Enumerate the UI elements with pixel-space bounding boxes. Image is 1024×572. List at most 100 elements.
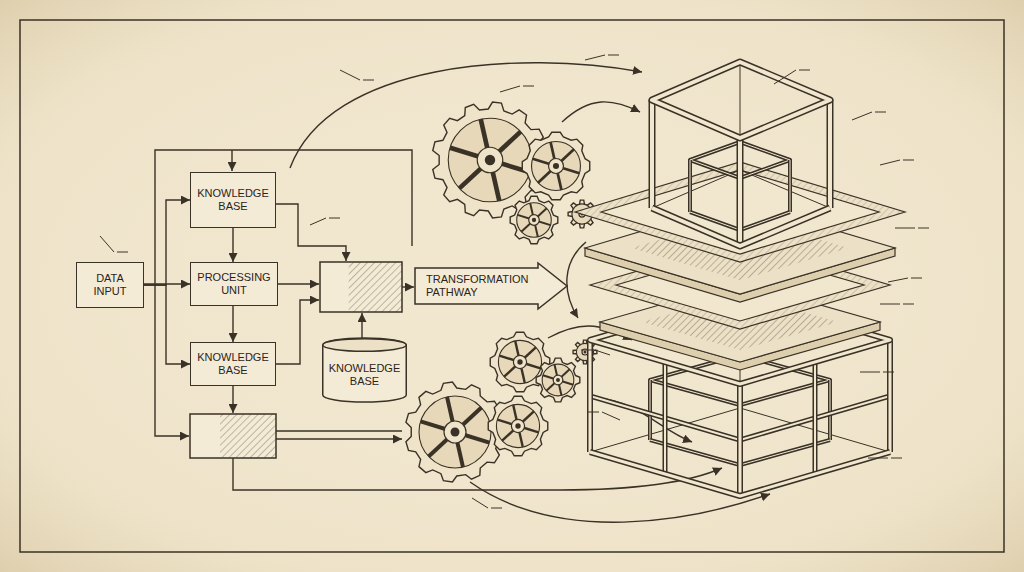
- gear-axle: [553, 163, 559, 169]
- pathway-arrow: TRANSFORMATION PATHWAY: [414, 262, 568, 310]
- gear-rim: [448, 118, 532, 202]
- node-label: TRANSFORMATION PATHWAY: [426, 273, 532, 299]
- database-cylinder: KNOWLEDGE BASE: [322, 338, 407, 402]
- leader-dash: [883, 372, 894, 373]
- leader-dash: [588, 412, 599, 413]
- leader-line: [868, 458, 888, 459]
- leader-line: [340, 70, 360, 80]
- process-box: KNOWLEDGE BASE: [190, 172, 276, 228]
- gear: [536, 358, 580, 402]
- cylinder-body: [323, 338, 407, 402]
- leader-line: [602, 412, 620, 420]
- leader-line: [585, 55, 605, 60]
- inner-cage-face: [830, 380, 831, 440]
- gear-hub: [513, 355, 526, 368]
- flow-arrow: [232, 306, 233, 342]
- leader-line: [595, 350, 610, 355]
- gear-teeth: [536, 358, 580, 402]
- gear-teeth: [510, 196, 558, 244]
- cube-post-edge: [737, 138, 744, 246]
- cube-post-face: [738, 138, 742, 246]
- gear: [510, 196, 558, 244]
- blank-box-outline: [320, 262, 402, 312]
- leader-dash: [903, 160, 914, 161]
- leader-dash: [918, 228, 929, 229]
- leader-dash: [903, 304, 914, 305]
- leader-dash: [329, 218, 340, 219]
- gear-hub: [529, 215, 540, 226]
- cage-post-face: [589, 340, 592, 452]
- gear: [406, 382, 505, 482]
- leader-lines: [100, 55, 929, 508]
- gear-axle: [485, 155, 495, 165]
- blank-box-hatching: [349, 262, 402, 312]
- flow-line: [276, 438, 402, 439]
- gear-rim: [542, 364, 574, 396]
- gear-axle: [451, 428, 460, 437]
- input-box: DATA INPUT: [76, 262, 144, 308]
- cage-post-edge: [587, 340, 593, 452]
- arrow-outline: [415, 263, 567, 309]
- flow-line: [155, 150, 412, 436]
- gear-hub: [549, 159, 564, 174]
- leader-dash: [891, 458, 902, 459]
- gear-teeth: [406, 382, 505, 482]
- inner-cube-edge: [688, 160, 692, 212]
- flow-arrow: [144, 285, 190, 364]
- flow-line: [276, 430, 402, 431]
- inner-cube-edge: [788, 160, 792, 212]
- cage-post-face: [664, 362, 666, 474]
- gear: [488, 396, 548, 456]
- leader-line: [888, 278, 908, 282]
- node-label: KNOWLEDGE BASE: [327, 362, 402, 388]
- gear-rim: [419, 396, 491, 468]
- cube-post-face: [828, 100, 832, 208]
- cage-post-face: [739, 384, 742, 496]
- leader-dash: [799, 70, 810, 71]
- gear: [522, 132, 589, 199]
- cage-post-face: [889, 340, 892, 452]
- flow-line: [470, 482, 770, 522]
- gear-teeth: [522, 132, 589, 199]
- leader-dash: [117, 252, 128, 253]
- flow-line: [232, 386, 233, 413]
- leader-dash: [911, 278, 922, 279]
- leader-line: [500, 86, 520, 92]
- process-box: PROCESSING UNIT: [190, 262, 278, 306]
- flow-arrow: [144, 200, 190, 285]
- leader-dash: [608, 55, 619, 56]
- flow-line: [361, 313, 362, 338]
- inner-cage-edge: [648, 380, 652, 440]
- blank-box-hatching: [220, 414, 276, 458]
- blank-box: [320, 262, 402, 312]
- gear-rim: [498, 340, 541, 383]
- cage-base-face: [590, 452, 890, 496]
- flow-arrow: [232, 228, 233, 262]
- inner-cage-edge: [828, 380, 832, 440]
- flow-line: [276, 300, 319, 364]
- gear-hub: [553, 375, 563, 385]
- cage-post-face: [814, 362, 816, 474]
- gear-hub: [477, 147, 503, 173]
- leader-line: [852, 112, 872, 120]
- flow-line: [402, 286, 414, 287]
- cube-post-edge: [649, 100, 656, 208]
- gear-axle: [515, 423, 520, 428]
- gear-axle: [556, 378, 560, 382]
- leader-line: [100, 236, 114, 252]
- process-box: KNOWLEDGE BASE: [190, 342, 276, 386]
- page-frame: [20, 20, 1004, 552]
- leader-line: [774, 70, 796, 84]
- leader-dash: [581, 350, 592, 351]
- leader-line: [880, 160, 900, 165]
- cube-base-face: [652, 208, 830, 246]
- flow-line: [231, 150, 232, 171]
- gear-hub: [511, 419, 524, 432]
- gear-rim: [496, 404, 539, 447]
- node-label: DATA INPUT: [81, 272, 139, 298]
- gear-axle: [532, 218, 536, 222]
- cage-base-edge: [590, 452, 890, 496]
- inner-cube-face: [690, 160, 691, 212]
